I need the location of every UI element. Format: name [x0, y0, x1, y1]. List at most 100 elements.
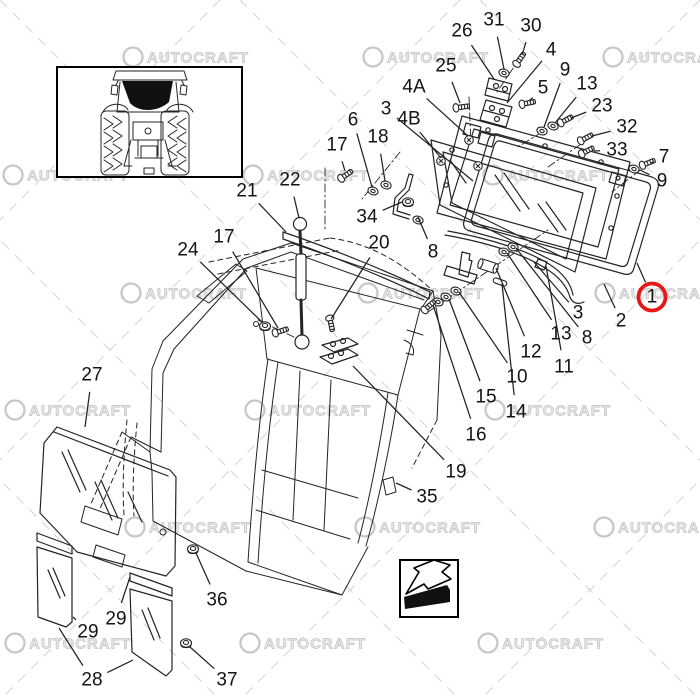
callout-7: 7 [650, 147, 670, 168]
window-stay-rod [443, 230, 585, 304]
washer-31 [498, 68, 510, 78]
callout-16: 16 [432, 304, 487, 446]
grommet-37 [179, 638, 193, 649]
nut-4a [464, 135, 474, 145]
watermark-logo: AUTOCRAFT [477, 632, 603, 654]
washer-18 [380, 180, 392, 190]
svg-text:18: 18 [367, 127, 388, 148]
svg-text:28: 28 [81, 670, 102, 691]
watermark-logo: AUTOCRAFT [354, 516, 480, 538]
svg-text:4A: 4A [402, 77, 426, 98]
callout-6: 6 [348, 110, 373, 188]
svg-text:27: 27 [81, 365, 102, 386]
window-seal [463, 133, 659, 275]
callout-13: 13 [506, 252, 572, 345]
svg-text:12: 12 [520, 342, 541, 363]
gas-strut [292, 216, 310, 350]
svg-text:13: 13 [576, 74, 597, 95]
washer-6 [367, 186, 379, 196]
callout-30: 30 [520, 16, 542, 56]
watermark-logo: AUTOCRAFT [239, 632, 365, 654]
svg-text:30: 30 [520, 16, 541, 37]
callout-12: 12 [495, 267, 542, 363]
callout-22: 22 [279, 170, 301, 219]
svg-text:21: 21 [236, 181, 257, 202]
callout-5: 5 [528, 78, 549, 102]
callout-4: 4 [506, 40, 557, 104]
svg-text:13: 13 [550, 324, 571, 345]
svg-text:1: 1 [647, 287, 658, 308]
svg-text:14: 14 [505, 402, 527, 423]
svg-text:8: 8 [582, 328, 593, 349]
roof-trim-strip [282, 231, 431, 300]
cab-frame [80, 237, 442, 596]
callout-32: 32 [591, 117, 638, 138]
screw-5 [518, 99, 537, 109]
watermark-logo: AUTOCRAFT [362, 46, 488, 68]
svg-text:17: 17 [326, 135, 347, 156]
watermark-logo: AUTOCRAFT [602, 46, 700, 68]
washer-13a [547, 121, 559, 131]
svg-text:6: 6 [348, 110, 359, 131]
screw-17a [337, 168, 354, 183]
bolt-30 [512, 51, 527, 68]
watermark-logo: AUTOCRAFT [244, 399, 371, 421]
svg-text:AUTOCRAFT: AUTOCRAFT [627, 50, 700, 67]
lower-panel-29-left [36, 532, 73, 628]
svg-text:9: 9 [657, 171, 668, 192]
svg-text:AUTOCRAFT: AUTOCRAFT [507, 168, 609, 185]
callout-4A: 4A [402, 77, 469, 137]
screw-17b [271, 326, 289, 338]
latch-assembly [319, 337, 359, 365]
support-bracket-34 [392, 173, 414, 220]
svg-text:35: 35 [416, 487, 437, 508]
washer-8a [412, 215, 424, 225]
callout-36: 36 [195, 552, 228, 611]
callout-8: 8 [515, 247, 593, 349]
svg-text:15: 15 [475, 387, 496, 408]
svg-text:20: 20 [368, 233, 389, 254]
callout-1: 1 [636, 262, 668, 313]
svg-text:26: 26 [451, 21, 472, 42]
bolt-32 [576, 132, 594, 146]
watermark-logo: AUTOCRAFT [120, 282, 246, 304]
screw-25 [452, 103, 471, 113]
washer-9a [536, 126, 548, 136]
bolt-33 [577, 145, 595, 159]
spacer-12 [477, 258, 499, 274]
callout-23: 23 [570, 96, 613, 119]
svg-text:AUTOCRAFT: AUTOCRAFT [29, 403, 131, 420]
bolt-20 [325, 314, 335, 333]
hinge-brackets [479, 77, 513, 128]
svg-text:4: 4 [546, 40, 557, 61]
watermark-logo: AUTOCRAFT [593, 516, 700, 538]
watermark-logo: AUTOCRAFT [484, 399, 610, 421]
svg-text:AUTOCRAFT: AUTOCRAFT [269, 403, 371, 420]
callout-13: 13 [554, 74, 598, 124]
part-35-bracket [382, 476, 397, 496]
callout-31: 31 [483, 10, 505, 70]
washer-13b [498, 247, 510, 257]
nut-4b [436, 156, 446, 166]
svg-text:36: 36 [206, 590, 227, 611]
callout-9: 9 [639, 169, 668, 192]
svg-text:5: 5 [538, 78, 549, 99]
callout-37: 37 [189, 646, 238, 691]
svg-text:7: 7 [659, 147, 670, 168]
direction-arrow-icon [399, 559, 459, 618]
svg-text:AUTOCRAFT: AUTOCRAFT [29, 636, 131, 653]
rear-window-glass [430, 139, 597, 273]
svg-text:22: 22 [279, 170, 300, 191]
grommet-24 [258, 321, 272, 332]
watermark-logo: AUTOCRAFT [4, 632, 131, 654]
callout-8: 8 [417, 216, 439, 263]
svg-text:24: 24 [177, 240, 199, 261]
svg-text:23: 23 [591, 96, 612, 117]
callout-14: 14 [501, 283, 527, 423]
callout-4B: 4B [397, 109, 442, 159]
callout-17: 17 [213, 227, 279, 329]
callout-26: 26 [451, 21, 495, 80]
svg-text:8: 8 [428, 242, 439, 263]
